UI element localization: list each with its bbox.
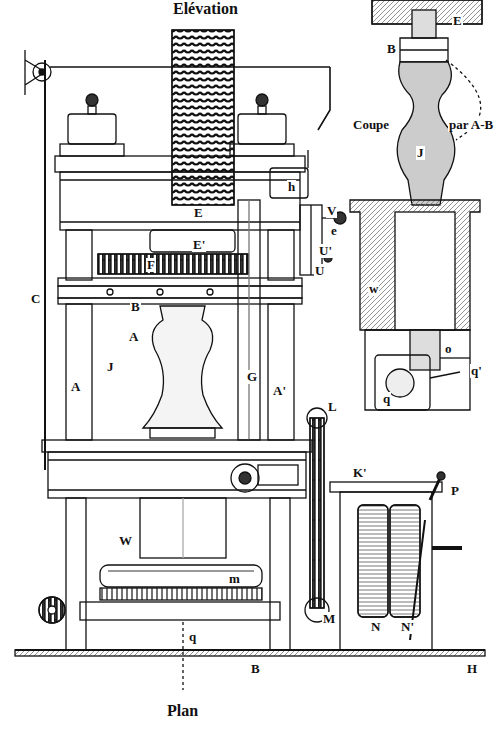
part-letter: par A-B (448, 118, 494, 132)
part-letter: N (370, 620, 381, 634)
part-letter: K' (352, 466, 368, 480)
part-letter: E (193, 206, 204, 220)
part-letter: M (322, 612, 336, 626)
part-letter: m (228, 572, 241, 586)
part-letter: B (130, 300, 141, 314)
part-letter: U' (318, 244, 333, 258)
part-letter: F (146, 258, 156, 272)
part-letter: e (330, 224, 338, 238)
part-letter: B (250, 662, 261, 676)
part-letter: J (106, 360, 115, 374)
part-letter: Coupe (352, 118, 390, 132)
part-letter: q' (470, 364, 483, 378)
part-letter: E' (192, 238, 206, 252)
part-letter: H (466, 662, 478, 676)
title: Elévation (171, 0, 240, 18)
caption: Plan (165, 702, 200, 720)
part-letter: U (314, 264, 325, 278)
part-letter: J (416, 146, 425, 160)
part-letter: A (128, 330, 139, 344)
part-letter: A' (272, 384, 287, 398)
part-letter: B (386, 42, 397, 56)
part-letter: W (118, 534, 133, 548)
part-letter: q (382, 392, 391, 406)
part-letter: w (368, 282, 379, 296)
part-letter: q (188, 630, 197, 644)
part-letter: E (452, 14, 463, 28)
part-letter: h (287, 180, 296, 194)
part-letter: P (450, 484, 460, 498)
part-letter: C (30, 292, 41, 306)
part-letter: N' (400, 620, 415, 634)
part-letter: V (326, 204, 337, 218)
part-letter: A (70, 380, 81, 394)
part-letter: G (246, 370, 258, 384)
part-letter: o (444, 342, 453, 356)
part-letter: L (327, 400, 338, 414)
